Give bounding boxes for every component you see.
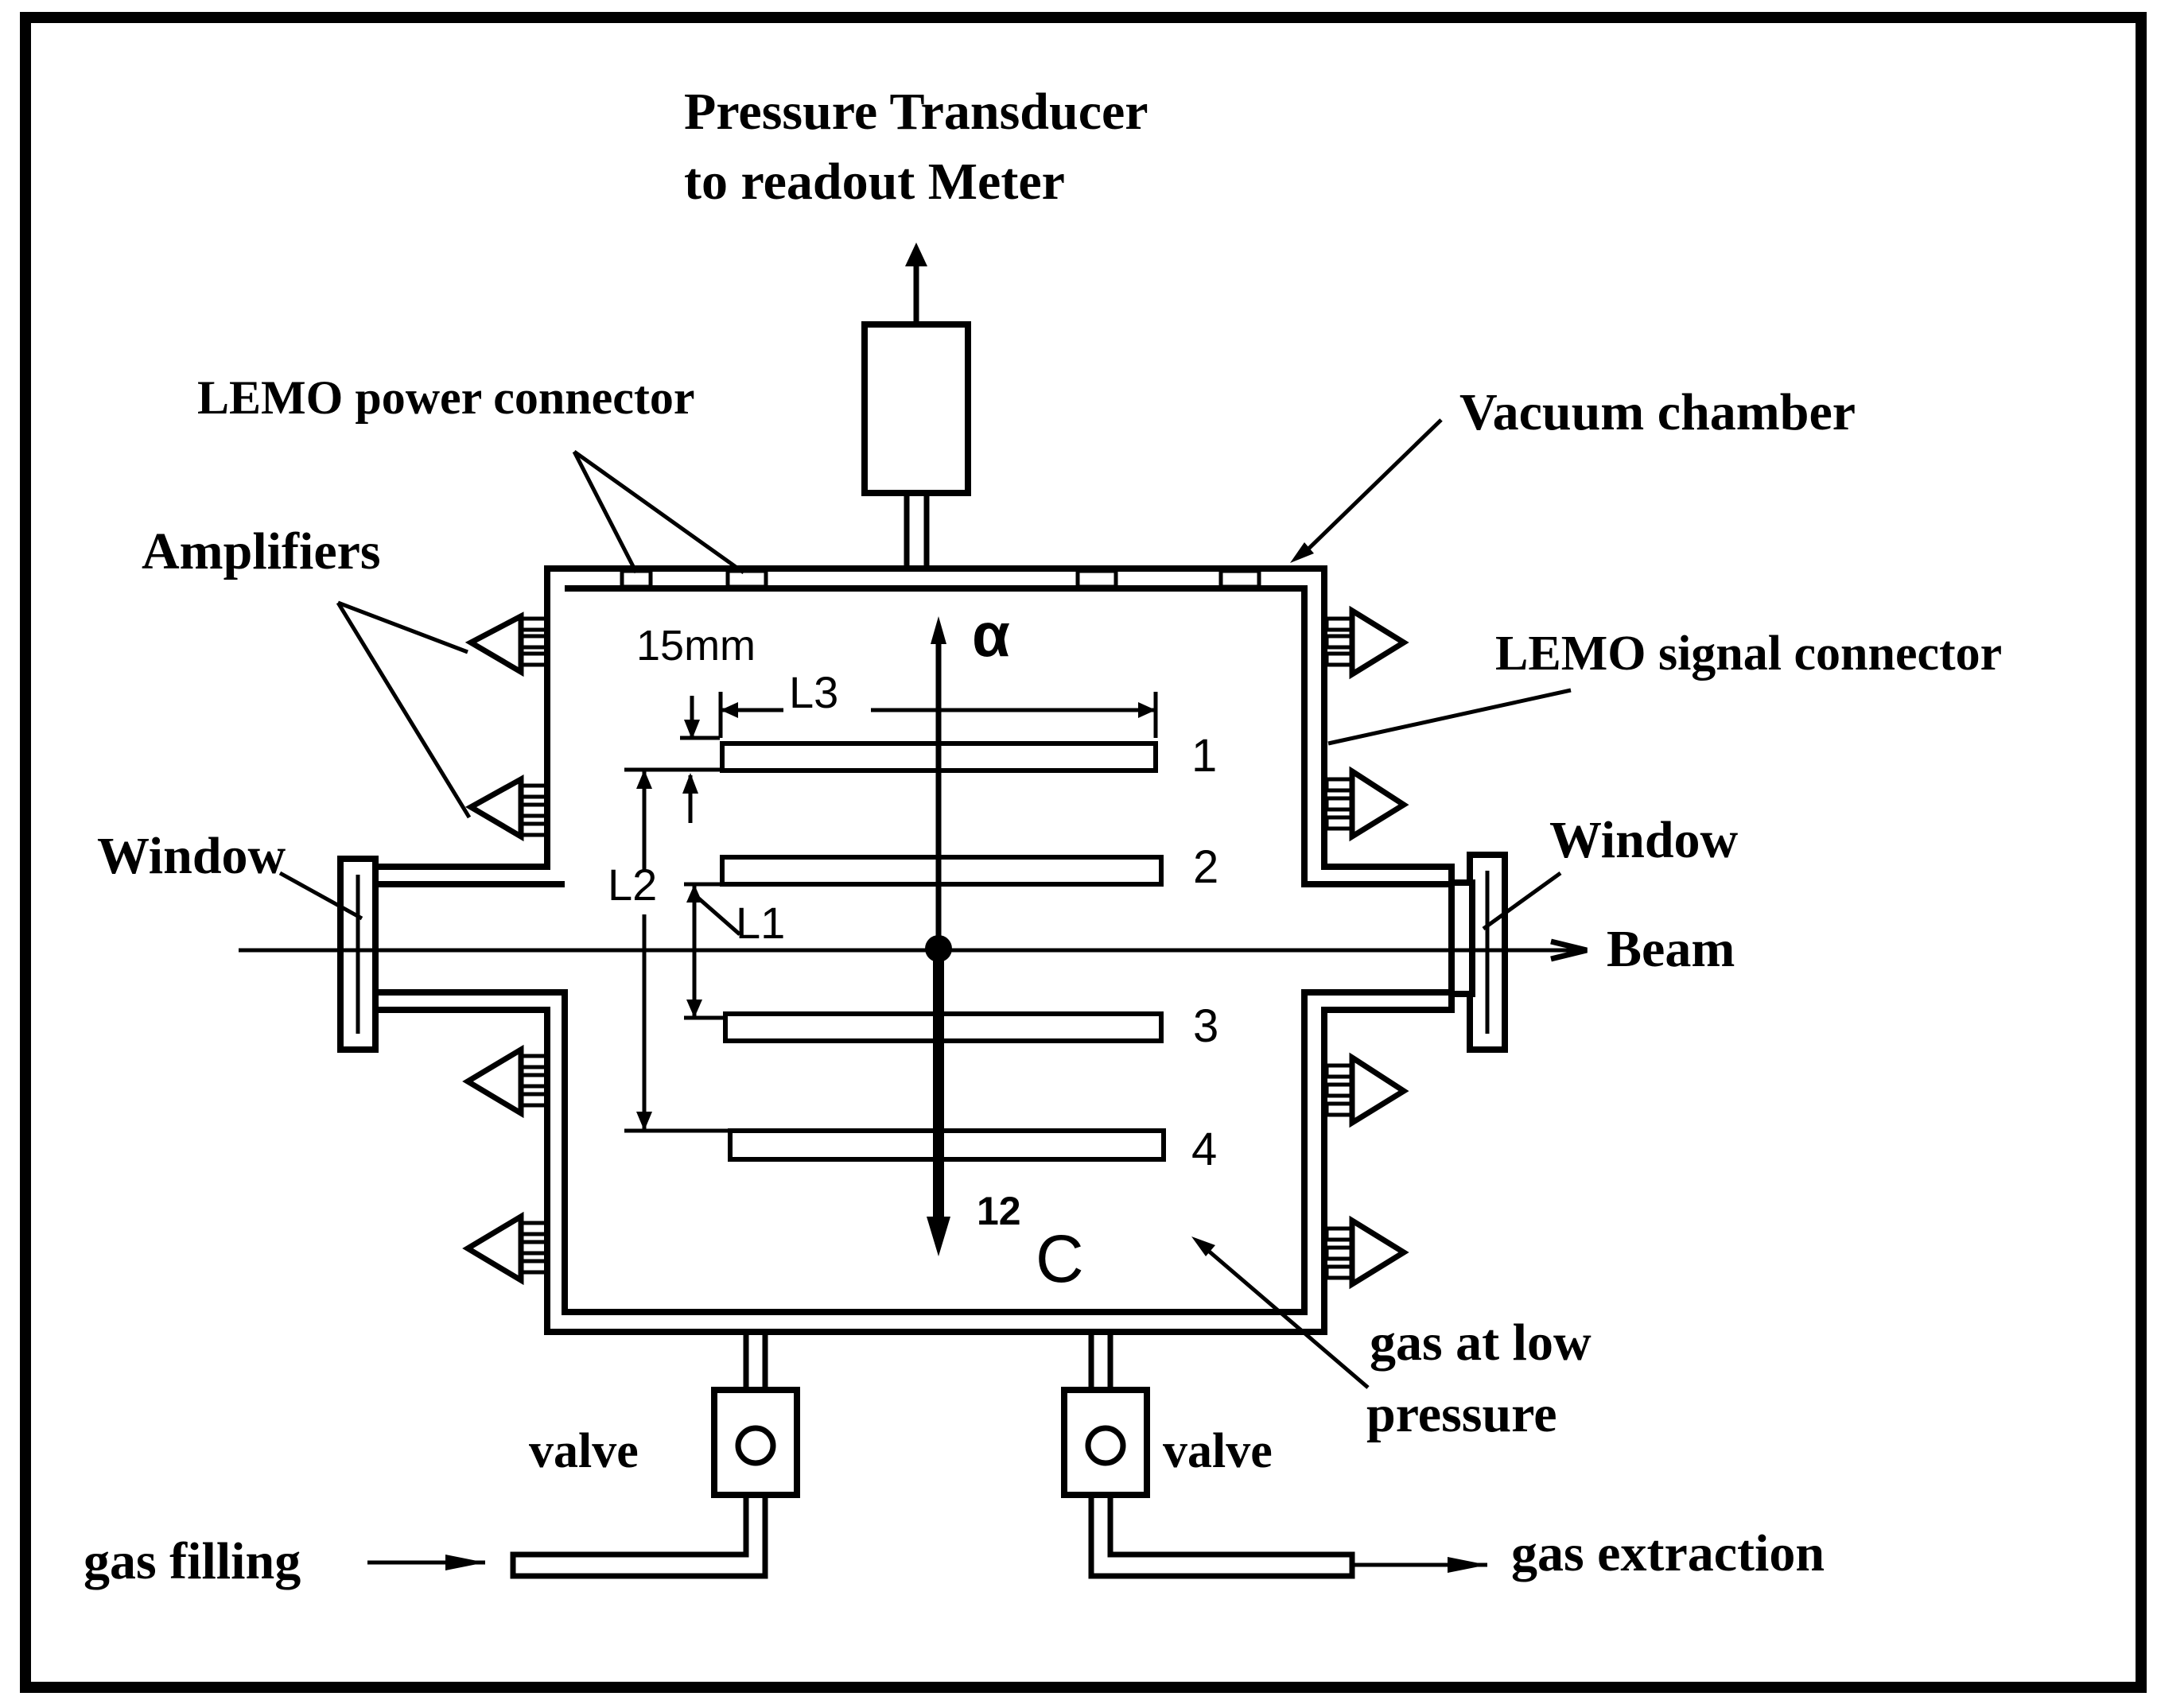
alpha-track — [931, 616, 946, 948]
amplifier-left-4 — [462, 1211, 549, 1286]
valve-right-label: valve — [1163, 1424, 1273, 1478]
window-right-label: Window — [1549, 811, 1739, 869]
lemo-signal-connector-label: LEMO signal connector — [1495, 627, 2002, 681]
amplifier-right-1 — [1324, 605, 1409, 680]
amplifier-left-2 — [464, 774, 549, 842]
vacuum-chamber-label: Vacuum chamber — [1459, 383, 1856, 441]
beam-line — [239, 938, 1588, 962]
pressure-transducer — [861, 243, 971, 569]
carbon-track — [927, 950, 950, 1256]
beam-label: Beam — [1607, 920, 1735, 978]
dimension-l3-label: L3 — [789, 667, 838, 717]
detector-plate-2 — [720, 855, 1164, 887]
amplifier-right-2 — [1324, 766, 1409, 842]
plate-2-label: 2 — [1193, 841, 1218, 893]
pressure-transducer-label-line2: to readout Meter — [684, 153, 1065, 211]
gas-filling-label: gas filling — [84, 1532, 301, 1590]
window-flange-left — [337, 856, 379, 1053]
dimension-l2-label: L2 — [608, 860, 657, 910]
amplifier-left-1 — [464, 611, 549, 677]
dimension-l1-label: L1 — [736, 898, 785, 948]
amplifier-right-3 — [1324, 1052, 1409, 1128]
amplifier-left-3 — [462, 1044, 549, 1119]
dimension-l3 — [718, 692, 1158, 738]
dimension-15mm — [680, 696, 720, 823]
outer-frame — [20, 12, 2147, 1693]
gas-filling-line — [367, 1332, 800, 1579]
dimension-15mm-label: 15mm — [636, 622, 756, 670]
pressure-transducer-label-line1: Pressure Transducer — [684, 83, 1148, 141]
window-left-label: Window — [97, 827, 286, 885]
gas-extraction-label: gas extraction — [1511, 1524, 1825, 1582]
gas-extraction-line — [1061, 1332, 1487, 1579]
carbon-symbol-label: C — [1036, 1221, 1084, 1296]
gas-low-pressure-label-line2: pressure — [1366, 1385, 1557, 1443]
valve-left-label: valve — [529, 1424, 639, 1478]
plate-4-label: 4 — [1191, 1124, 1217, 1175]
alpha-label: α — [972, 600, 1010, 670]
plate-1-label: 1 — [1191, 730, 1217, 782]
detector-plate-4 — [728, 1128, 1166, 1162]
amplifier-right-4 — [1324, 1215, 1409, 1290]
plate-3-label: 3 — [1193, 1000, 1218, 1052]
amplifiers-label: Amplifiers — [142, 522, 381, 580]
reaction-point — [925, 935, 952, 962]
lemo-power-connectors — [620, 569, 1261, 589]
gas-low-pressure-label-line1: gas at low — [1370, 1314, 1592, 1372]
leader-lines — [278, 418, 1572, 1389]
carbon-mass-label: 12 — [977, 1189, 1021, 1233]
lemo-power-connector-label: LEMO power connector — [197, 371, 694, 424]
